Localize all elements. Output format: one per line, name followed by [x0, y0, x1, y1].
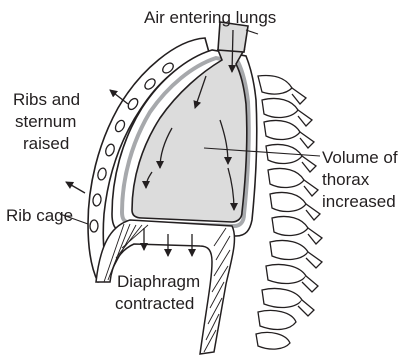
label-rib-cage: Rib cage [6, 206, 73, 226]
label-ribs-sternum-line3: raised [23, 134, 69, 154]
label-diaphragm-line1: Diaphragm [117, 272, 200, 292]
label-volume-line2: thorax [322, 170, 369, 190]
label-ribs-sternum-line1: Ribs and [13, 90, 80, 110]
label-volume-line3: increased [322, 192, 396, 212]
label-diaphragm-line2: contracted [115, 294, 194, 314]
label-air-entering-lungs: Air entering lungs [144, 8, 276, 28]
label-volume-line1: Volume of [322, 148, 398, 168]
spine [256, 76, 322, 350]
label-ribs-sternum-line2: sternum [15, 112, 76, 132]
